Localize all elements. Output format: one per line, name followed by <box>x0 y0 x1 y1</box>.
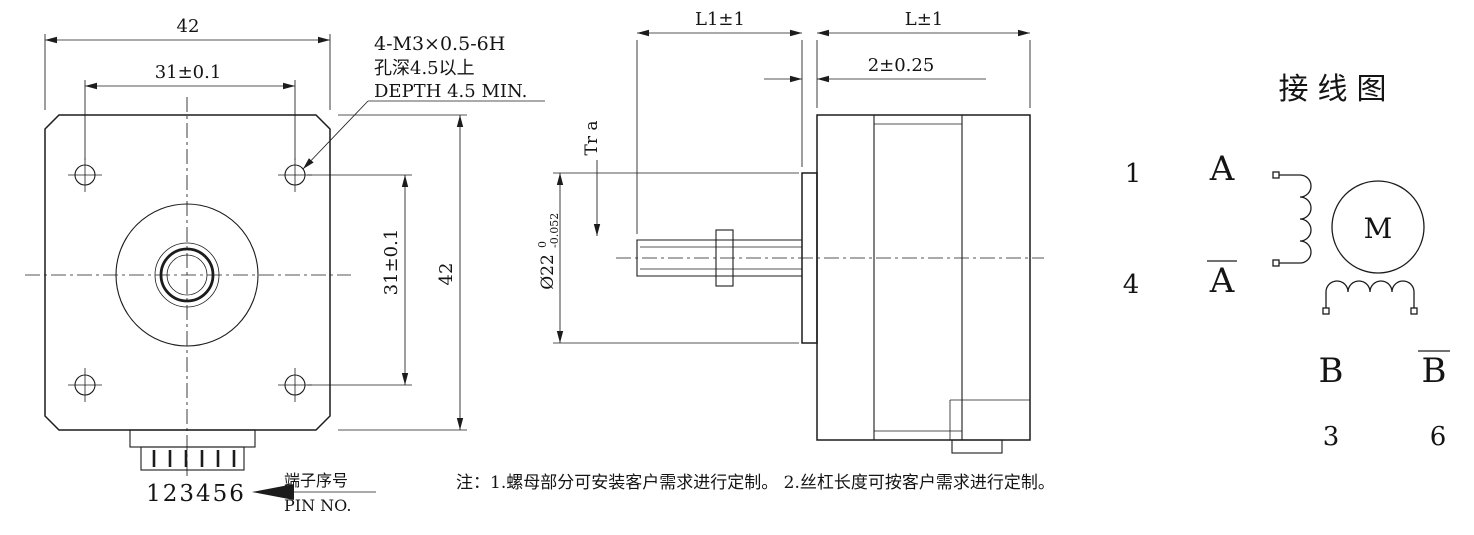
dim-holes-right: 31±0.1 <box>381 229 402 296</box>
wiring-diagram: 接线图 1 A 4 A M B B 3 6 <box>1123 72 1450 452</box>
callout-line1: 4-M3×0.5-6H <box>374 33 505 55</box>
connector <box>129 429 256 471</box>
phase-a-label: A <box>1209 149 1235 189</box>
phase-a-coil <box>1272 171 1312 267</box>
customization-note: 注：1.螺母部分可安装客户需求进行定制。 2.丝杠长度可按客户需求进行定制。 <box>456 473 1055 493</box>
motor-circle <box>1331 180 1425 274</box>
wiring-title: 接线图 <box>1279 72 1396 107</box>
pin-label-arrow-icon <box>252 484 294 500</box>
dia-tol-lower: -0.052 <box>548 213 561 248</box>
pin-numbers: 123456 <box>146 481 246 507</box>
phase-b-coil <box>1322 280 1418 315</box>
screw-collar <box>715 229 734 287</box>
mounting-hole-top-left <box>68 158 102 192</box>
dia-tol-upper: 0 <box>536 241 549 248</box>
terminal-square <box>1272 171 1280 179</box>
rear-tab <box>951 439 1003 454</box>
dim-screw-length: L1±1 <box>695 9 745 30</box>
pin-label-en: PIN NO. <box>284 496 351 515</box>
front-dimensions: 42 31±0.1 42 31±0.1 4-M3×0.5-6H 孔深4.5以上 … <box>44 16 545 431</box>
pin-label-cn: 端子序号 <box>284 471 348 490</box>
shaft-circle-inner <box>166 254 208 296</box>
dim-boss-dia: Ø22 <box>538 254 558 290</box>
wiring-pin6: 6 <box>1430 422 1447 452</box>
motor-face-outline <box>44 114 331 431</box>
callout-leader <box>302 100 369 170</box>
connector-shroud <box>140 446 245 471</box>
motor-body <box>816 114 1031 441</box>
shaft-ring-outer <box>154 242 220 308</box>
thread-spec-label: Tr a <box>582 120 602 155</box>
coil-winding-icon <box>1299 174 1312 264</box>
callout-line3: DEPTH 4.5 MIN. <box>374 81 527 102</box>
phase-b-bar-label: B <box>1422 351 1447 391</box>
dim-body-length: L±1 <box>905 9 944 30</box>
lead-screw <box>636 229 803 287</box>
connector-flange <box>129 429 256 448</box>
terminal-square <box>1272 259 1280 267</box>
mounting-hole-top-right <box>278 158 312 192</box>
boss-diameter-label: Ø22 0 -0.052 <box>536 213 561 290</box>
dim-height-right: 42 <box>436 263 457 286</box>
pin-number-label: 端子序号 PIN NO. <box>252 471 376 515</box>
mounting-hole-bottom-left <box>68 368 102 402</box>
dim-holes-top: 31±0.1 <box>155 62 222 83</box>
thread-callout: 4-M3×0.5-6H 孔深4.5以上 DEPTH 4.5 MIN. <box>302 33 545 170</box>
side-dimensions: L1±1 L±1 2±0.25 Ø22 0 -0.052 Tr a <box>536 9 1031 344</box>
pilot-boss-circle <box>115 203 259 347</box>
shaft-ring-mid <box>159 247 215 303</box>
callout-line2: 孔深4.5以上 <box>374 58 475 79</box>
wiring-pin1: 1 <box>1125 159 1142 189</box>
mounting-hole-bottom-right <box>278 368 312 402</box>
terminal-square <box>1410 307 1418 315</box>
terminal-square <box>1322 307 1330 315</box>
phase-a-bar-label: A <box>1209 261 1235 301</box>
dim-boss-thickness: 2±0.25 <box>868 55 935 76</box>
wiring-pin3: 3 <box>1323 422 1340 452</box>
front-view: 123456 端子序号 PIN NO. <box>25 97 376 515</box>
dim-width-top: 42 <box>177 16 200 37</box>
side-view <box>616 114 1044 454</box>
motor-label: M <box>1364 212 1393 245</box>
wiring-pin4: 4 <box>1123 270 1140 300</box>
coil-winding-icon <box>1325 280 1415 293</box>
phase-b-label: B <box>1319 351 1344 391</box>
